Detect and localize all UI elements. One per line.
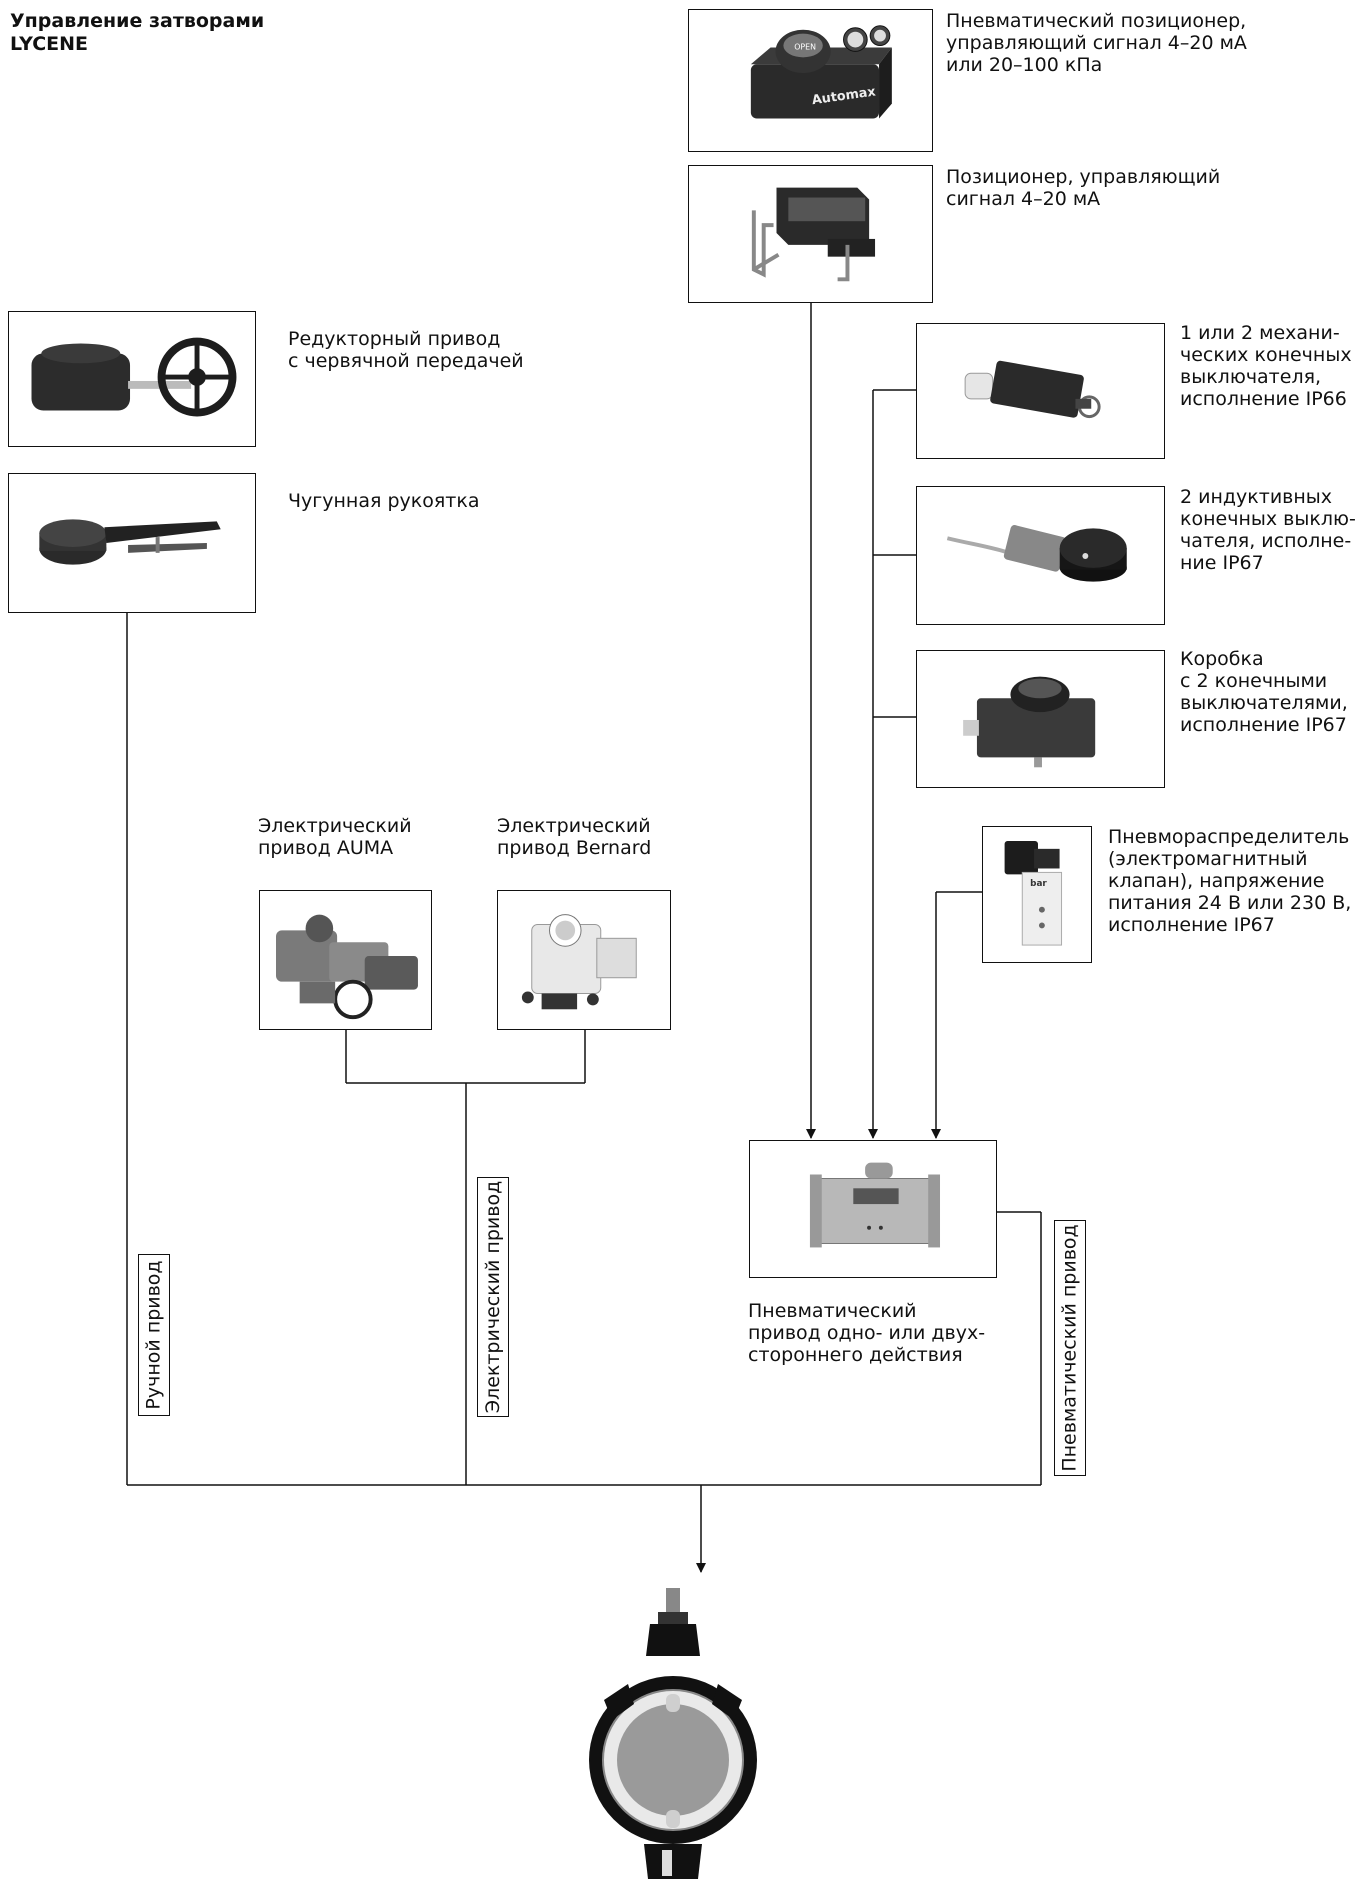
handle-label: Чугунная рукоятка (288, 490, 480, 512)
switch-box-image (916, 650, 1165, 788)
auma-label: Электрический привод AUMA (258, 815, 412, 859)
bernard-image (497, 890, 671, 1030)
auma-actuator-icon (276, 914, 418, 1020)
inductive-switch-icon (946, 525, 1127, 582)
solenoid-image: bar (982, 826, 1092, 963)
pneumatic-actuator-icon (809, 1162, 941, 1248)
positioner-label: Позиционер, управляющий сигнал 4–20 мА (946, 166, 1221, 210)
worm-gearbox-icon (31, 337, 237, 417)
mech-switches-image (916, 323, 1165, 459)
handle-image (8, 473, 256, 613)
butterfly-valve-image (589, 1588, 757, 1879)
manual-drive-label: Ручной привод (138, 1254, 170, 1416)
positioner-4-20-icon (751, 187, 876, 282)
auma-image (259, 890, 432, 1030)
pneumatic-positioner-label: Пневматический позиционер, управляющий с… (946, 10, 1247, 76)
positioner-device-icon: OPEN Automax (750, 25, 892, 119)
solenoid-label: Пневмораспределитель (электромагнитный к… (1108, 826, 1352, 936)
electric-drive-label: Электрический привод (477, 1177, 509, 1417)
pneumatic-drive-label: Пневматический привод (1054, 1220, 1086, 1476)
positioner-image (688, 165, 933, 303)
gearbox-image (8, 311, 256, 447)
open-logo: OPEN (794, 42, 816, 51)
pneumatic-actuator-label: Пневматический привод одно- или двух- ст… (748, 1300, 986, 1366)
bar-logo: bar (1030, 879, 1047, 889)
inductive-switches-label: 2 индуктивных конечных выклю- чателя, ис… (1180, 486, 1356, 574)
switch-box-label: Коробка с 2 конечными выключателями, исп… (1180, 648, 1348, 736)
switch-box-icon (963, 676, 1096, 768)
page-title: Управление затворами LYCENE (10, 10, 265, 55)
bernard-actuator-icon (521, 914, 637, 1010)
bernard-label: Электрический привод Bernard (497, 815, 652, 859)
mech-switches-label: 1 или 2 механи- ческих конечных выключат… (1180, 322, 1352, 410)
pneumatic-actuator-image (749, 1140, 997, 1278)
gearbox-label: Редукторный привод с червячной передачей (288, 328, 524, 372)
mech-limit-switch-icon (964, 360, 1101, 419)
inductive-switches-image (916, 486, 1165, 625)
cast-iron-handle-icon (39, 519, 221, 565)
pneumatic-positioner-image: OPEN Automax (688, 9, 933, 152)
solenoid-valve-icon: bar (1004, 840, 1063, 946)
